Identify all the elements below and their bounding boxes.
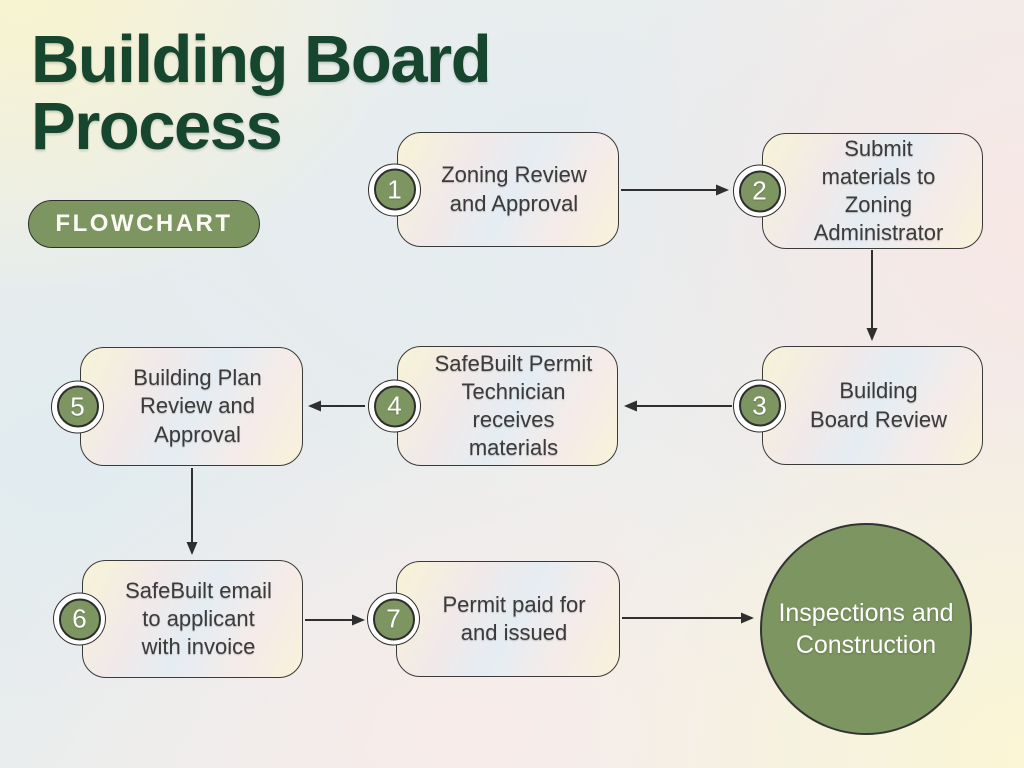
step-number-circle-1: 1	[368, 163, 421, 216]
step-box-1: Zoning Review and Approval	[397, 132, 619, 247]
step-number-7: 7	[372, 598, 415, 640]
step-box-5: Building Plan Review and Approval	[80, 347, 303, 466]
flowchart-badge: FLOWCHART	[28, 200, 260, 248]
step-number-5: 5	[56, 385, 99, 428]
step-number-circle-6: 6	[53, 592, 106, 646]
step-number-circle-2: 2	[733, 164, 786, 218]
step-number-4: 4	[373, 385, 416, 427]
step-number-circle-7: 7	[367, 592, 420, 646]
step-box-6: SafeBuilt email to applicant with invoic…	[82, 560, 303, 678]
step-box-2: Submit materials to Zoning Administrator	[762, 133, 983, 249]
step-node-4: SafeBuilt Permit Technician receives mat…	[368, 346, 618, 466]
step-node-3: Building Board Review 3	[733, 346, 983, 465]
step-number-3: 3	[738, 384, 781, 427]
step-node-6: SafeBuilt email to applicant with invoic…	[53, 560, 303, 678]
terminal-node-inspections: Inspections and Construction	[760, 523, 972, 735]
step-node-2: Submit materials to Zoning Administrator…	[733, 133, 983, 249]
step-node-1: Zoning Review and Approval 1	[368, 132, 619, 247]
step-box-3: Building Board Review	[762, 346, 983, 465]
step-number-1: 1	[373, 168, 416, 211]
step-number-circle-5: 5	[51, 380, 104, 433]
step-number-6: 6	[58, 598, 101, 640]
step-number-2: 2	[738, 170, 781, 212]
page-title: Building Board Process	[31, 22, 492, 164]
step-number-circle-3: 3	[733, 379, 786, 432]
step-number-circle-4: 4	[368, 379, 421, 433]
step-box-4: SafeBuilt Permit Technician receives mat…	[397, 346, 618, 466]
flowchart-badge-label: FLOWCHART	[55, 210, 233, 237]
step-node-7: Permit paid for and issued 7	[367, 561, 620, 677]
step-node-5: Building Plan Review and Approval 5	[51, 347, 303, 466]
step-box-7: Permit paid for and issued	[396, 561, 620, 677]
